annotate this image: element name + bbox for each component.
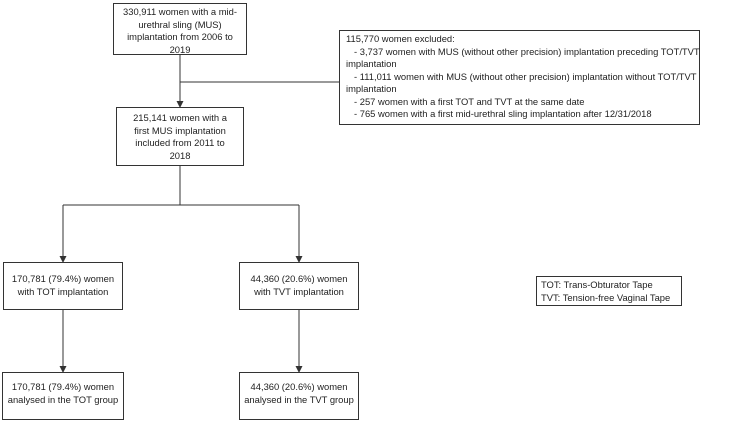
abbreviation-legend-box: TOT: Trans-Obturator Tape TVT: Tension-f… [536,276,682,306]
excluded-box: 115,770 women excluded: - 3,737 women wi… [339,30,700,125]
box-text-line: 44,360 (20.6%) women [250,381,348,392]
box-text-line: 170,781 (79.4%) women [11,273,115,284]
tvt-implantation-box: 44,360 (20.6%) women with TVT implantati… [239,262,359,310]
legend-line: TVT: Tension-free Vaginal Tape [541,291,671,303]
excluded-item: - 3,737 women with MUS (without other pr… [354,45,700,57]
excluded-item: - 765 women with a first mid-urethral sl… [354,108,652,119]
initial-cohort-box: 330,911 women with a mid- urethral sling… [113,3,247,55]
excluded-item: - 257 women with a first TOT and TVT at … [354,95,585,107]
box-text-line: 2018 [169,149,191,161]
box-text-line: with TOT implantation [17,285,109,297]
tvt-analysed-box: 44,360 (20.6%) women analysed in the TVT… [239,372,359,420]
box-text-line: analysed in the TVT group [244,393,354,405]
excluded-item: - 111,011 women with MUS (without other … [354,70,697,82]
included-cohort-box: 215,141 women with a first MUS implantat… [116,107,244,166]
box-text-line: included from 2011 to [135,137,225,148]
box-text-line: urethral sling (MUS) [138,18,222,30]
box-text-line: 2019 [169,43,191,55]
box-text-line: implantation from 2006 to [127,31,233,42]
box-text-line: 44,360 (20.6%) women [250,273,348,284]
legend-line: TOT: Trans-Obturator Tape [541,279,653,290]
box-text-line: 170,781 (79.4%) women [11,381,115,392]
tot-implantation-box: 170,781 (79.4%) women with TOT implantat… [3,262,123,310]
excluded-item-continued: implantation [346,83,397,94]
box-text-line: 330,911 women with a mid- [123,6,237,17]
box-text-line: first MUS implantation [134,124,226,136]
box-text-line: analysed in the TOT group [7,393,119,405]
box-text-line: with TVT implantation [254,285,344,297]
box-text-line: 215,141 women with a [133,112,227,123]
excluded-header: 115,770 women excluded: [346,33,455,44]
tot-analysed-box: 170,781 (79.4%) women analysed in the TO… [2,372,124,420]
excluded-item-continued: implantation [346,58,397,69]
